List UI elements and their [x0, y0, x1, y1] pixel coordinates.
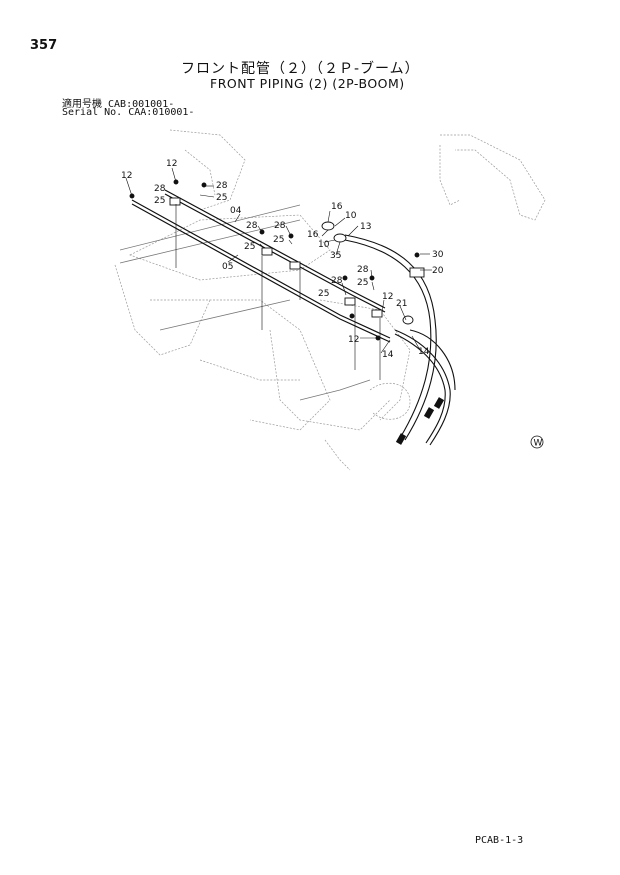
- page-title-english: FRONT PIPING (2) (2P-BOOM): [210, 76, 405, 91]
- callout-label: 14: [418, 347, 430, 357]
- callout-label: 25: [357, 278, 368, 288]
- callout-label: 28: [274, 221, 286, 231]
- callout-label: 28: [154, 184, 166, 194]
- callout-label: 28: [216, 181, 228, 191]
- callout-label: 21: [396, 299, 407, 309]
- callout-label: 13: [360, 222, 371, 232]
- boom-body-lines: [119, 204, 371, 401]
- callout-label: 16: [307, 230, 319, 240]
- callout-label: 12: [166, 159, 177, 169]
- callout-label: 28: [246, 221, 258, 231]
- callout-label: 25: [244, 242, 255, 252]
- callout-label: 25: [154, 196, 165, 206]
- page-number: 357: [30, 38, 58, 53]
- callout-label: 25: [318, 289, 329, 299]
- callout-label: 30: [432, 250, 444, 260]
- watermark-symbol: W: [530, 435, 544, 449]
- callout-label: 25: [273, 235, 284, 245]
- callout-label: 16: [331, 202, 343, 212]
- boom-structure-outline: [114, 129, 546, 471]
- svg-text:W: W: [534, 439, 543, 449]
- callout-label: 35: [330, 251, 341, 261]
- callout-label: 10: [345, 211, 357, 221]
- leader-lines: [125, 167, 432, 380]
- callout-label: 04: [230, 206, 242, 216]
- pipe-04: [164, 189, 386, 313]
- page-title-japanese: フロント配管（２）（２Ｐ-ブーム）: [181, 61, 420, 77]
- footer-code: PCAB-1-3: [475, 835, 524, 846]
- hose-fittings: [395, 397, 445, 445]
- callout-label: 28: [331, 276, 343, 286]
- callout-label: 12: [121, 171, 132, 181]
- callout-label: 20: [432, 266, 444, 276]
- callout-label: 05: [222, 262, 233, 272]
- callout-label: 12: [382, 292, 393, 302]
- serial-number-line: Serial No. CAA:010001-: [62, 107, 195, 118]
- pipe-05: [131, 199, 391, 343]
- clamps: [169, 197, 425, 325]
- callout-label: 14: [382, 350, 394, 360]
- hose-13: [344, 234, 437, 441]
- bolts: [129, 179, 420, 341]
- callout-labels: 12 12 28 25 28 25 04 28 25 28 25 05 16 1…: [121, 159, 444, 360]
- serial-applicable-line: 適用号機 CAB:001001-: [62, 99, 175, 110]
- callout-label: 28: [357, 265, 369, 275]
- callout-label: 12: [348, 335, 359, 345]
- callout-label: 10: [318, 240, 330, 250]
- callout-label: 25: [216, 193, 227, 203]
